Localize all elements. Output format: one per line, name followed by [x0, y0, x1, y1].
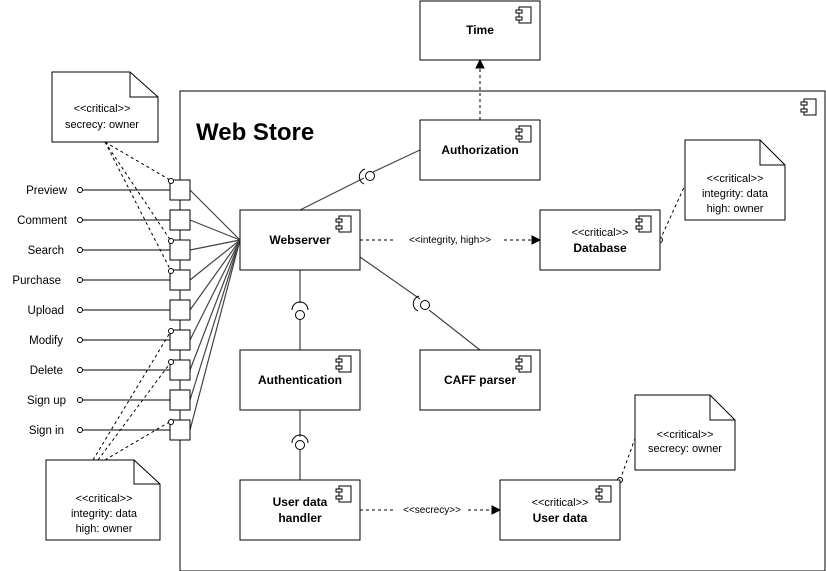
- note-database: <<critical>> integrity: data high: owner: [684, 139, 786, 221]
- component-webserver[interactable]: Webserver: [239, 209, 361, 271]
- note-stereotype: <<critical>>: [74, 103, 131, 115]
- port-label: Sign in: [29, 425, 64, 437]
- port-label: Modify: [29, 335, 63, 347]
- edge-label-secrecy: <<secrecy>>: [396, 503, 468, 516]
- port-upload[interactable]: Upload: [28, 299, 191, 321]
- note-anchor-lines: [92, 141, 687, 481]
- note-text: high: owner: [707, 203, 764, 215]
- note-text: high: owner: [76, 523, 133, 535]
- component-database[interactable]: <<critical>> Database: [539, 209, 661, 271]
- component-label: handler: [278, 511, 322, 525]
- port-connectors: [189, 189, 241, 431]
- component-stereotype: <<critical>>: [572, 227, 629, 239]
- container-title: Web Store: [196, 119, 314, 146]
- note-stereotype: <<critical>>: [76, 493, 133, 505]
- note-stereotype: <<critical>>: [657, 429, 714, 441]
- component-label: User data: [273, 495, 328, 509]
- component-label: Time: [466, 23, 494, 37]
- component-stereotype: <<critical>>: [532, 497, 589, 509]
- component-label: CAFF parser: [444, 373, 516, 387]
- port-modify[interactable]: Modify: [29, 329, 191, 351]
- note-user-data: <<critical>> secrecy: owner: [634, 394, 736, 471]
- port-purchase[interactable]: Purchase: [12, 269, 191, 291]
- component-label: Authorization: [441, 143, 518, 157]
- edge-label-integrity: <<integrity, high>>: [396, 233, 504, 246]
- component-label: Database: [573, 241, 627, 255]
- port-comment[interactable]: Comment: [17, 209, 191, 231]
- port-label: Sign up: [27, 395, 66, 407]
- port-preview[interactable]: Preview: [26, 179, 191, 201]
- port-list: Preview Comment Search Purchase Upload: [12, 179, 191, 441]
- port-search[interactable]: Search: [28, 239, 191, 261]
- component-label: Webserver: [269, 233, 330, 247]
- component-caff-parser[interactable]: CAFF parser: [419, 349, 541, 411]
- anchor-dots: [168, 178, 174, 425]
- component-authorization[interactable]: Authorization: [419, 119, 541, 181]
- component-authentication[interactable]: Authentication: [239, 349, 361, 411]
- port-sign-in[interactable]: Sign in: [29, 419, 191, 441]
- note-text: secrecy: owner: [648, 443, 722, 455]
- port-label: Search: [28, 245, 64, 257]
- port-sign-up[interactable]: Sign up: [27, 389, 191, 411]
- component-label: Authentication: [258, 373, 342, 387]
- component-user-data-handler[interactable]: User data handler: [239, 479, 361, 541]
- component-label: User data: [533, 511, 588, 525]
- port-label: Delete: [30, 365, 63, 377]
- note-stereotype: <<critical>>: [707, 173, 764, 185]
- port-delete[interactable]: Delete: [30, 359, 191, 381]
- port-label: Comment: [17, 215, 68, 227]
- edge-label: <<secrecy>>: [403, 505, 461, 516]
- note-top-left: <<critical>> secrecy: owner: [51, 71, 159, 143]
- port-label: Preview: [26, 185, 68, 197]
- note-text: secrecy: owner: [65, 119, 139, 131]
- note-text: integrity: data: [71, 508, 138, 520]
- component-user-data[interactable]: <<critical>> User data: [499, 479, 621, 541]
- port-label: Purchase: [12, 275, 61, 287]
- port-label: Upload: [28, 305, 64, 317]
- edge-label: <<integrity, high>>: [409, 235, 491, 246]
- note-bottom-left: <<critical>> integrity: data high: owner: [45, 459, 161, 541]
- note-text: integrity: data: [702, 188, 769, 200]
- component-time[interactable]: Time: [419, 0, 541, 61]
